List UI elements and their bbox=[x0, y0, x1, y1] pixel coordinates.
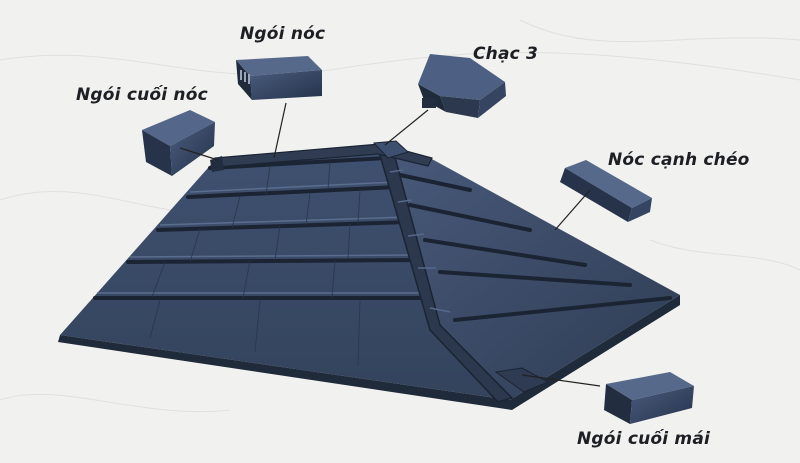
noc-canh-cheo-piece bbox=[560, 160, 652, 222]
front-tile-joints bbox=[149, 161, 361, 367]
label-ngoi-cuoi-mai: Ngói cuối mái bbox=[577, 429, 711, 449]
side-tile-courses bbox=[398, 173, 672, 322]
ngoi-cuoi-mai-piece bbox=[604, 372, 694, 424]
leader-noc-canh-cheo bbox=[554, 189, 591, 231]
label-chac-3: Chạc 3 bbox=[473, 44, 539, 64]
hip-ridge-steps bbox=[389, 169, 451, 313]
label-ngoi-cuoi-noc: Ngói cuối nóc bbox=[76, 85, 208, 105]
hip-roof bbox=[58, 140, 680, 410]
ridge-end-cap bbox=[210, 156, 224, 172]
background-texture bbox=[0, 19, 800, 413]
roof-eave bbox=[58, 295, 680, 410]
label-ngoi-noc: Ngói nóc bbox=[240, 24, 326, 44]
ngoi-noc-piece bbox=[236, 56, 322, 100]
eave-end-tile bbox=[494, 367, 550, 393]
front-tile-courses bbox=[93, 156, 432, 300]
label-noc-canh-cheo: Nóc cạnh chéo bbox=[608, 150, 750, 170]
leader-lines bbox=[179, 102, 601, 387]
ngoi-cuoi-noc-piece bbox=[142, 110, 215, 176]
chac-3-piece bbox=[418, 54, 506, 118]
leader-ngoi-cuoi-mai bbox=[521, 374, 601, 387]
leader-ngoi-noc bbox=[273, 102, 287, 159]
leader-ngoi-cuoi-noc bbox=[179, 147, 219, 161]
leader-chac-3 bbox=[384, 109, 429, 146]
